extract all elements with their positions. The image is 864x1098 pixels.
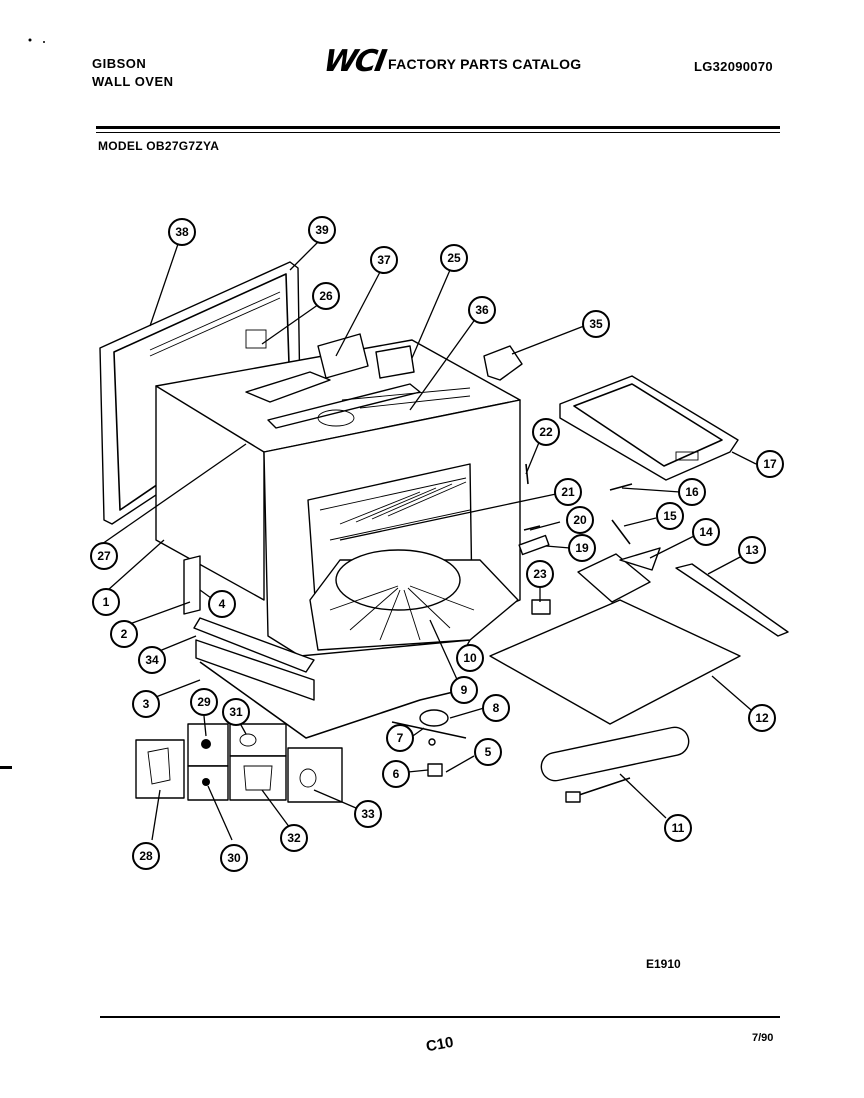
callout-21: 21	[554, 478, 582, 506]
svg-text:27: 27	[97, 549, 111, 563]
header-rule-thick	[96, 126, 780, 129]
control-panel-17	[559, 375, 739, 481]
callout-12: 12	[748, 704, 776, 732]
callout-26: 26	[312, 282, 340, 310]
bottom-frame-parts	[183, 555, 471, 739]
callout-9: 9	[450, 676, 478, 704]
diagram-code: E1910	[646, 957, 681, 971]
svg-text:29: 29	[197, 695, 211, 709]
svg-text:38: 38	[175, 225, 189, 239]
svg-text:35: 35	[589, 317, 603, 331]
svg-text:2: 2	[121, 627, 128, 641]
parts-boxes	[135, 723, 343, 803]
callout-16: 16	[678, 478, 706, 506]
callout-22: 22	[532, 418, 560, 446]
svg-text:5: 5	[485, 745, 492, 759]
svg-text:7: 7	[397, 731, 404, 745]
catalog-number: LG32090070	[694, 59, 773, 74]
callout-29: 29	[190, 688, 218, 716]
svg-text:13: 13	[745, 543, 759, 557]
footer-rule	[100, 1016, 780, 1018]
callout-32: 32	[280, 824, 308, 852]
brand-name: GIBSON	[92, 56, 147, 71]
svg-text:9: 9	[461, 683, 468, 697]
revision-date: 7/90	[752, 1032, 774, 1044]
svg-text:14: 14	[699, 525, 713, 539]
svg-text:6: 6	[393, 767, 400, 781]
callout-27: 27	[90, 542, 118, 570]
callout-17: 17	[756, 450, 784, 478]
svg-text:12: 12	[755, 711, 769, 725]
callout-2: 2	[110, 620, 138, 648]
callout-30: 30	[220, 844, 248, 872]
svg-text:19: 19	[575, 541, 589, 555]
svg-text:4: 4	[219, 597, 226, 611]
header-rule-thin	[96, 132, 780, 133]
callout-25: 25	[440, 244, 468, 272]
svg-text:15: 15	[663, 509, 677, 523]
callout-14: 14	[692, 518, 720, 546]
callout-6: 6	[382, 760, 410, 788]
thermostat-parts	[391, 709, 467, 777]
callout-1: 1	[92, 588, 120, 616]
callout-5: 5	[474, 738, 502, 766]
svg-text:32: 32	[287, 831, 301, 845]
svg-text:16: 16	[685, 485, 699, 499]
callout-15: 15	[656, 502, 684, 530]
callout-3: 3	[132, 690, 160, 718]
svg-text:22: 22	[539, 425, 553, 439]
broil-pan-parts-11	[540, 726, 690, 803]
callout-13: 13	[738, 536, 766, 564]
svg-text:21: 21	[561, 485, 575, 499]
callout-10: 10	[456, 644, 484, 672]
callout-31: 31	[222, 698, 250, 726]
svg-text:39: 39	[315, 223, 329, 237]
callout-7: 7	[386, 724, 414, 752]
svg-text:8: 8	[493, 701, 500, 715]
callout-36: 36	[468, 296, 496, 324]
svg-text:23: 23	[533, 567, 547, 581]
svg-text:10: 10	[463, 651, 477, 665]
callout-28: 28	[132, 842, 160, 870]
svg-text:26: 26	[319, 289, 333, 303]
svg-text:37: 37	[377, 253, 391, 267]
svg-text:17: 17	[763, 457, 777, 471]
callout-37: 37	[370, 246, 398, 274]
callout-4: 4	[208, 590, 236, 618]
callout-38: 38	[168, 218, 196, 246]
bake-element-9	[489, 599, 741, 725]
oven-cabinet-body	[155, 333, 521, 657]
svg-text:20: 20	[573, 513, 587, 527]
callout-35: 35	[582, 310, 610, 338]
svg-text:11: 11	[672, 821, 685, 835]
catalog-title: FACTORY PARTS CATALOG	[388, 56, 582, 72]
svg-text:30: 30	[227, 851, 241, 865]
callout-19: 19	[568, 534, 596, 562]
svg-text:33: 33	[361, 807, 375, 821]
callout-33: 33	[354, 800, 382, 828]
callout-39: 39	[308, 216, 336, 244]
callout-34: 34	[138, 646, 166, 674]
model-number: MODEL OB27G7ZYA	[98, 139, 220, 153]
small-parts-right	[483, 345, 789, 637]
svg-text:34: 34	[145, 653, 159, 667]
callout-20: 20	[566, 506, 594, 534]
svg-text:28: 28	[139, 849, 153, 863]
callout-8: 8	[482, 694, 510, 722]
product-type: WALL OVEN	[92, 74, 174, 89]
svg-text:3: 3	[143, 697, 150, 711]
svg-text:36: 36	[475, 303, 489, 317]
callout-11: 11	[664, 814, 692, 842]
svg-text:31: 31	[229, 705, 243, 719]
svg-text:1: 1	[103, 595, 110, 609]
callout-23: 23	[526, 560, 554, 588]
svg-text:25: 25	[447, 251, 461, 265]
